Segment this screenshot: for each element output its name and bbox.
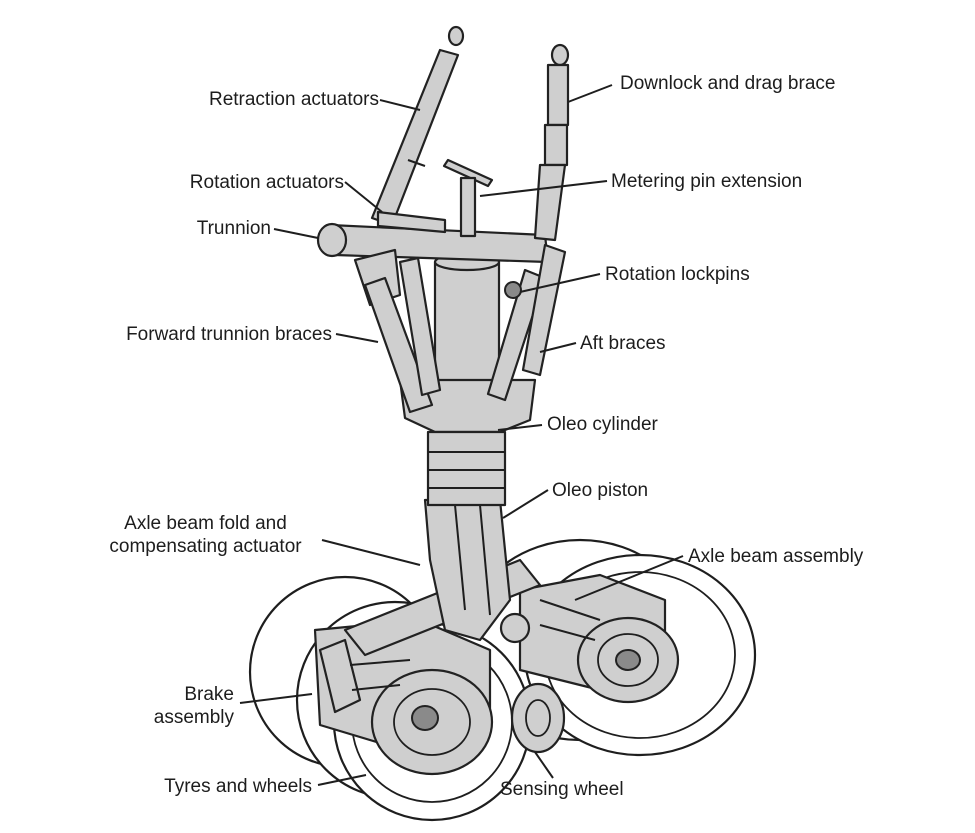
label-brake-assembly: Brake assembly — [154, 683, 234, 729]
aft-brace — [486, 268, 547, 402]
label-brake-assembly-line2: assembly — [153, 707, 234, 728]
metering-pin-extension — [442, 158, 494, 238]
label-trunnion: Trunnion — [196, 218, 271, 239]
aft-brace-2 — [521, 243, 567, 377]
forward-trunnion-brace — [363, 276, 434, 414]
label-retraction-actuators: Retraction actuators — [208, 89, 379, 110]
label-sensing-wheel: Sensing wheel — [500, 779, 624, 800]
label-downlock-drag-brace: Downlock and drag brace — [620, 73, 836, 94]
right-axle-assembly — [518, 573, 680, 704]
rotation-lockpin — [504, 281, 522, 299]
label-aft-braces: Aft braces — [580, 333, 666, 354]
label-forward-trunnion-braces: Forward trunnion braces — [126, 324, 332, 345]
left-axle-assembly — [313, 618, 494, 776]
label-metering-pin-extension: Metering pin extension — [611, 171, 803, 192]
label-brake-assembly-line1: Brake — [184, 684, 234, 705]
label-tyres-and-wheels: Tyres and wheels — [164, 776, 312, 797]
rotation-actuator — [376, 210, 447, 234]
label-axle-beam-fold: Axle beam fold and compensating actuator — [88, 512, 323, 558]
label-axle-beam-fold-line2: compensating actuator — [109, 536, 302, 557]
label-oleo-piston: Oleo piston — [552, 480, 649, 501]
sensing-wheel — [510, 682, 566, 754]
label-axle-beam-fold-line1: Axle beam fold and — [124, 513, 287, 534]
oleo-piston — [423, 498, 531, 644]
forward-trunnion-brace-2 — [398, 256, 442, 397]
retraction-actuator — [370, 25, 465, 227]
label-rotation-actuators: Rotation actuators — [189, 172, 344, 193]
label-oleo-cylinder: Oleo cylinder — [547, 414, 658, 435]
label-axle-beam-assembly: Axle beam assembly — [688, 546, 864, 567]
downlock-drag-brace — [533, 43, 570, 242]
label-rotation-lockpins: Rotation lockpins — [605, 264, 750, 285]
leader-lines — [239, 84, 684, 786]
